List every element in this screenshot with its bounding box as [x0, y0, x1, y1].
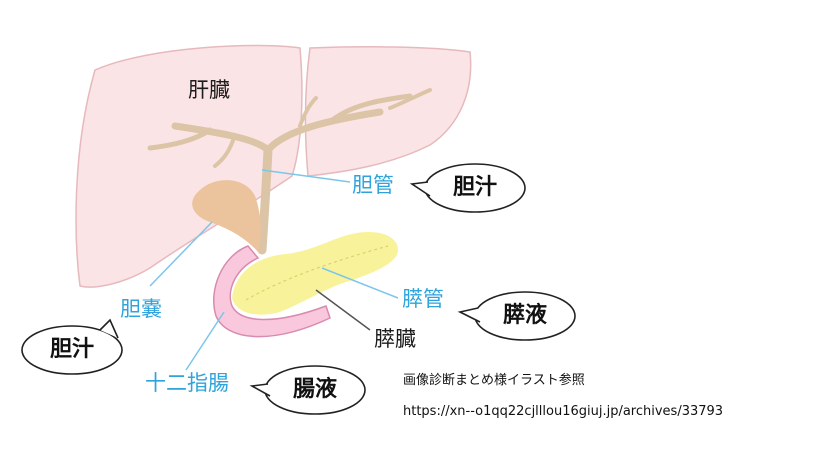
- liver-label: 肝臓: [188, 78, 230, 102]
- bile-duct-tree: [147, 88, 432, 255]
- bubble-pancreatic-juice-text: 膵液: [503, 303, 548, 328]
- bile-duct-label: 胆管: [352, 173, 394, 197]
- pancreatic-duct-line: [245, 245, 389, 301]
- credit-url: https://xn--o1qq22cjlllou16giuj.jp/archi…: [403, 404, 724, 419]
- duodenum-shape: [213, 245, 331, 338]
- credit-source: 画像診断まとめ様イラスト参照: [403, 373, 585, 388]
- bubble-bile-left-text: 胆汁: [50, 337, 95, 362]
- bubble-intestinal-juice-text: 腸液: [293, 377, 338, 402]
- pancreatic-duct-label: 膵管: [402, 287, 444, 311]
- pancreas-shape: [232, 232, 398, 315]
- liver-left-lobe: [304, 46, 472, 177]
- bubble-bile-left: [21, 325, 123, 375]
- speech-bubbles: [21, 163, 576, 415]
- duodenum-label: 十二指腸: [145, 371, 229, 395]
- gallbladder-shape: [192, 180, 261, 252]
- gallbladder-label: 胆嚢: [120, 297, 162, 321]
- pancreas-label: 膵臓: [374, 327, 416, 351]
- bubble-bile-top-text: 胆汁: [453, 175, 498, 200]
- leader-lines: [149, 169, 399, 371]
